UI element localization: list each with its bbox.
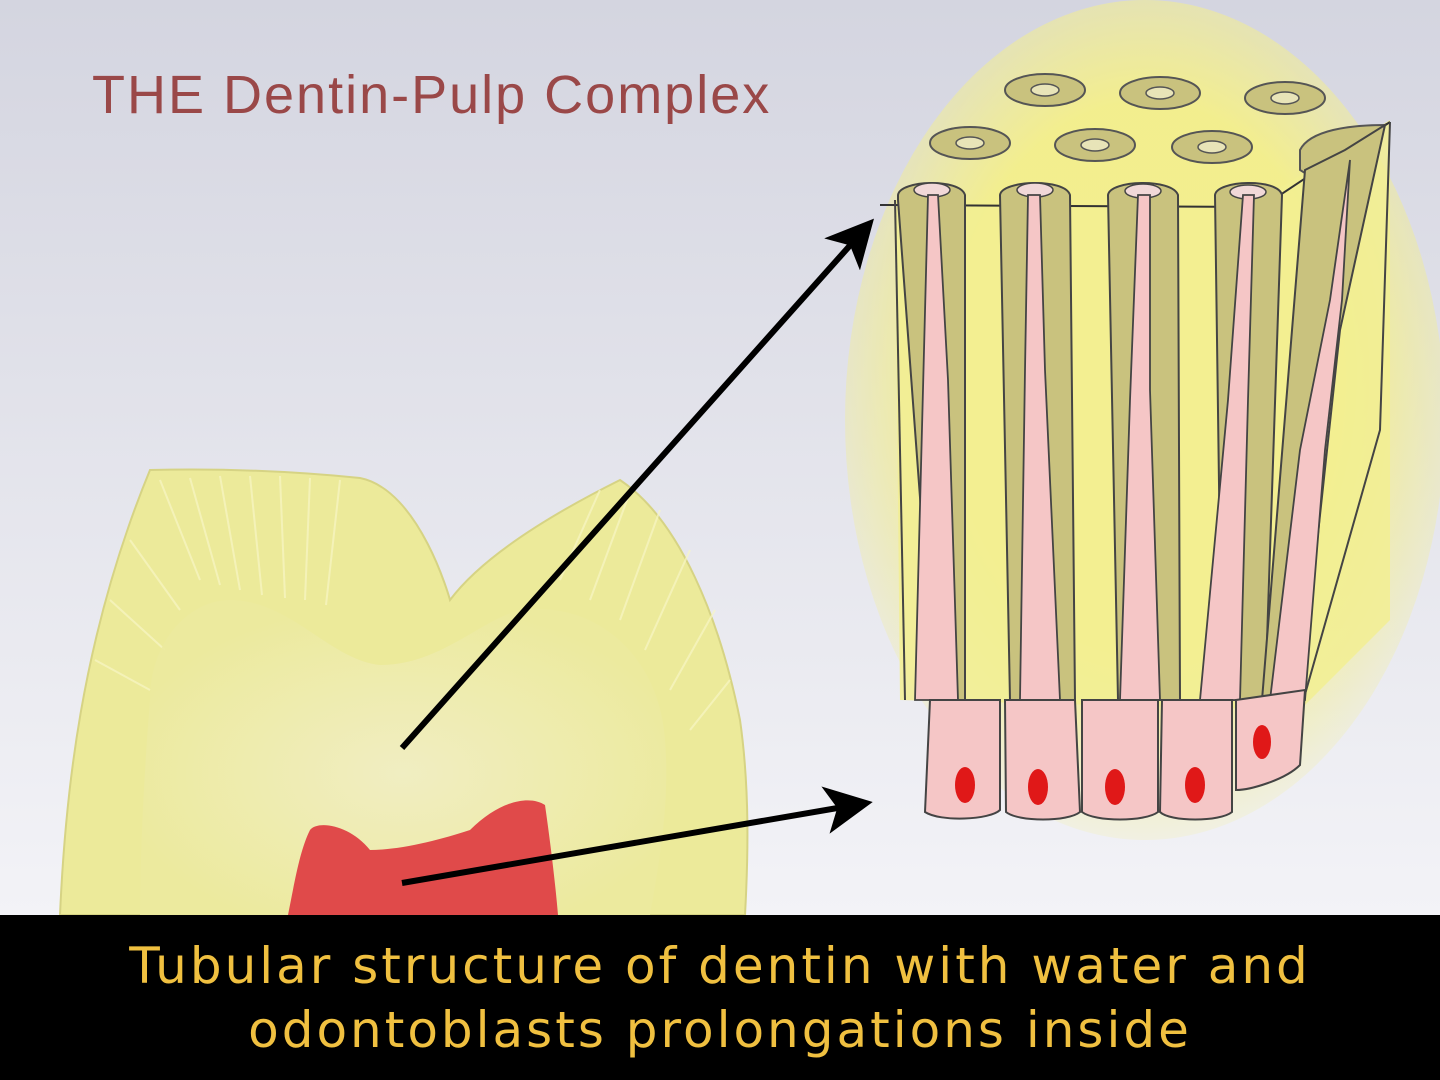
- nucleus: [1185, 767, 1205, 803]
- tooth-crown: [58, 468, 749, 915]
- nucleus: [955, 767, 975, 803]
- pulp-chamber: [288, 800, 558, 915]
- slide-title: THE Dentin-Pulp Complex: [92, 65, 772, 125]
- arrow-to-odontoblasts: [401, 786, 873, 886]
- nucleus: [1028, 769, 1048, 805]
- dentin-tubule-block: [879, 73, 1391, 821]
- caption: Tubular structure of dentin with water a…: [0, 915, 1440, 1080]
- nucleus: [1105, 769, 1125, 805]
- nucleus: [1253, 725, 1271, 759]
- dentin-pulp-diagram: [0, 0, 1440, 915]
- caption-line-1: Tubular structure of dentin with water a…: [129, 936, 1311, 995]
- caption-bar: Tubular structure of dentin with water a…: [0, 915, 1440, 1080]
- arrow-to-tubules: [399, 218, 874, 750]
- caption-line-2: odontoblasts prolongations inside: [248, 1000, 1192, 1059]
